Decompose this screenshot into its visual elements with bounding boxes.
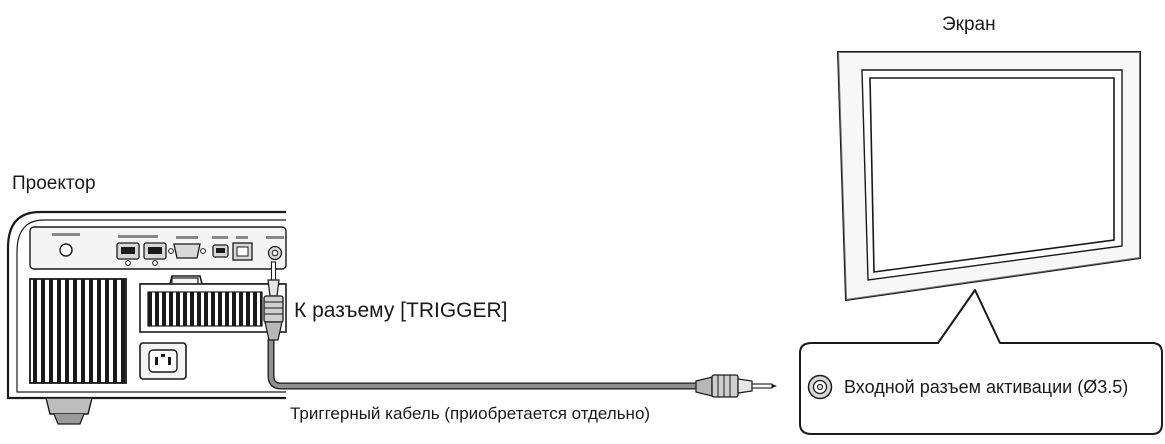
cable-label: Триггерный кабель (приобретается отдельн… bbox=[290, 404, 651, 423]
hdmi-port-icon[interactable] bbox=[116, 242, 140, 266]
vent-grill bbox=[29, 278, 127, 384]
trigger-cable bbox=[267, 336, 700, 390]
projector-label: Проектор bbox=[12, 173, 96, 194]
rs232-port-icon[interactable] bbox=[168, 236, 206, 259]
trigger-jack-icon[interactable] bbox=[266, 236, 284, 261]
hdmi-port-icon[interactable] bbox=[143, 242, 167, 266]
projector bbox=[6, 210, 287, 425]
screen bbox=[836, 51, 1141, 302]
lan-port-icon[interactable] bbox=[232, 236, 253, 261]
power-inlet-icon bbox=[139, 342, 187, 380]
trigger-port-label: К разъему [TRIGGER] bbox=[294, 299, 508, 322]
projector-foot bbox=[45, 397, 93, 425]
plug-icon bbox=[263, 261, 284, 341]
plug-icon bbox=[695, 374, 777, 398]
screen-label: Экран bbox=[942, 14, 996, 35]
ir-sensor-icon bbox=[52, 233, 80, 257]
input-jack-label: Входной разъем активации (Ø3.5) bbox=[844, 377, 1129, 397]
input-jack-icon bbox=[807, 374, 833, 400]
usb-port-icon[interactable] bbox=[212, 236, 229, 258]
callout-box bbox=[799, 289, 1163, 435]
